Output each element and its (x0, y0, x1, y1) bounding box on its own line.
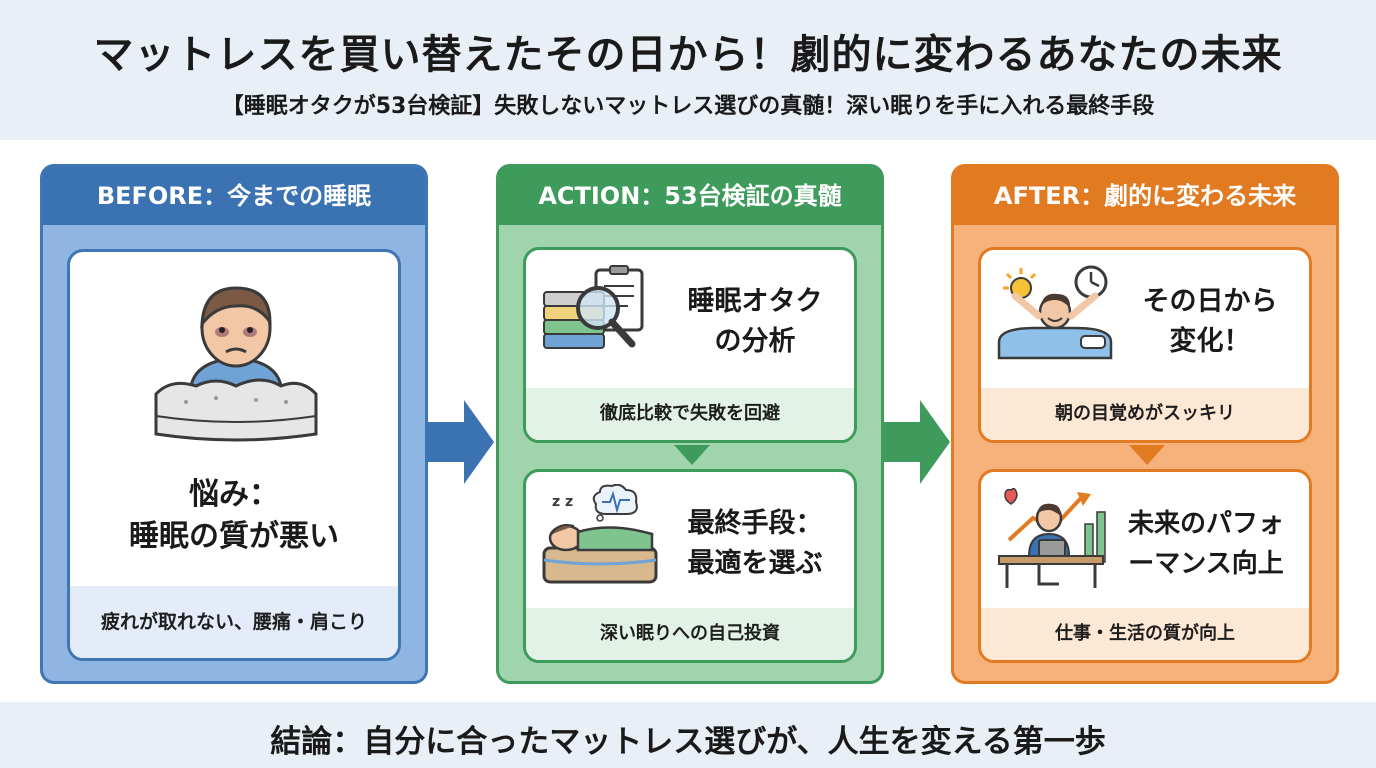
conclusion-text: 結論：自分に合ったマットレス選びが、人生を変える第一歩 (270, 724, 1106, 760)
final-choice-caption: 深い眠りへの自己投資 (526, 608, 854, 660)
action-heading: ACTION：53台検証の真髄 (499, 167, 881, 225)
sleeping-person-icon: z z (542, 484, 658, 584)
change-caption: 朝の目覚めがスッキリ (981, 388, 1309, 440)
magnifier-mattress-clipboard-icon (543, 265, 644, 349)
performance-caption: 仕事・生活の質が向上 (981, 608, 1309, 660)
header-band: マットレスを買い替えたその日から！劇的に変わるあなたの未来 【睡眠オタクが53台… (0, 0, 1376, 140)
final-choice-title: 最終手段： 最適を選ぶ (687, 508, 823, 579)
arrow-down-icon (674, 445, 710, 465)
working-person-growth-icon (998, 487, 1106, 588)
happy-waking-person-icon (997, 265, 1113, 360)
svg-text:z z: z z (552, 494, 573, 510)
page-subtitle: 【睡眠オタクが53台検証】失敗しないマットレス選びの真髄！深い眠りを手に入れる最… (221, 94, 1155, 119)
performance-title: 未来のパフォ ーマンス向上 (1127, 509, 1284, 579)
footer-band: 結論：自分に合ったマットレス選びが、人生を変える第一歩 (0, 702, 1376, 768)
change-title: その日から 変化！ (1142, 286, 1278, 357)
action-panel: ACTION：53台検証の真髄 睡眠オタク の分析 徹底比較で失敗を回避 z z (496, 164, 884, 684)
final-choice-card: z z 最終手段： 最適を選ぶ 深い眠りへの自己投資 (523, 469, 857, 663)
worry-text: 悩み： 睡眠の質が悪い (129, 477, 339, 554)
change-card: その日から 変化！ 朝の目覚めがスッキリ (978, 247, 1312, 443)
arrow-down-icon (1129, 445, 1165, 465)
arrow-right-icon (882, 400, 950, 484)
after-heading: AFTER：劇的に変わる未来 (954, 167, 1336, 225)
analysis-title: 睡眠オタク の分析 (687, 286, 823, 357)
tired-person-on-mattress-icon (154, 286, 318, 442)
arrow-right-icon (426, 400, 494, 484)
page-title: マットレスを買い替えたその日から！劇的に変わるあなたの未来 (93, 32, 1283, 78)
after-panel: AFTER：劇的に変わる未来 その日から 変化！ 朝の目覚めがスッキリ (951, 164, 1339, 684)
analysis-caption: 徹底比較で失敗を回避 (526, 388, 854, 440)
analysis-card: 睡眠オタク の分析 徹底比較で失敗を回避 (523, 247, 857, 443)
before-card: 悩み： 睡眠の質が悪い 疲れが取れない、腰痛・肩こり (67, 249, 401, 661)
before-panel: BEFORE：今までの睡眠 悩み： 睡眠の質が悪い 疲れが取れない、腰痛・肩こり (40, 164, 428, 684)
before-heading: BEFORE：今までの睡眠 (43, 167, 425, 225)
before-caption: 疲れが取れない、腰痛・肩こり (70, 586, 398, 658)
performance-card: 未来のパフォ ーマンス向上 仕事・生活の質が向上 (978, 469, 1312, 663)
